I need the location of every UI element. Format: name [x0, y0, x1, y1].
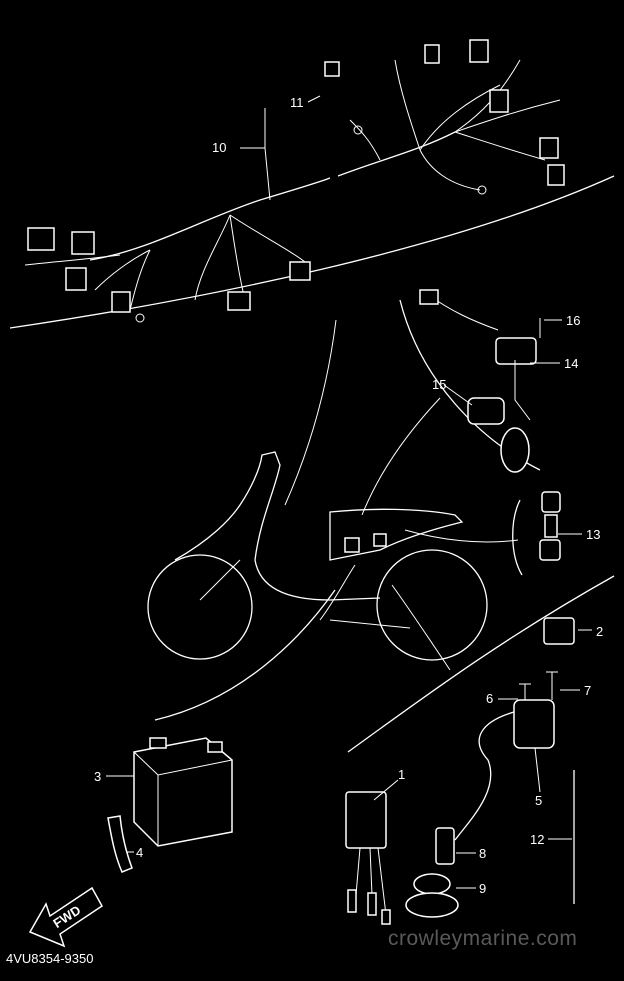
callout-15: 15: [432, 377, 446, 392]
relay-icon: [543, 617, 575, 645]
switch-curve: [512, 499, 523, 576]
callout-11-leader: [307, 95, 321, 103]
callout-14: 14: [564, 356, 578, 371]
callout-11: 11: [290, 95, 304, 110]
callout-2: 2: [596, 624, 603, 639]
callout-12: 12: [530, 832, 544, 847]
callout-7: 7: [584, 683, 591, 698]
top-section-curve: [9, 175, 615, 329]
callout-6: 6: [486, 691, 493, 706]
ignition-section-curve: [347, 575, 615, 753]
fuel-sender-icon: [419, 289, 541, 473]
battery-icon: [133, 737, 233, 847]
main-switch-icon: [539, 491, 561, 561]
watermark: crowleymarine.com: [388, 927, 578, 950]
harness-arrow: [284, 319, 337, 506]
callout-5-leader: [534, 747, 541, 793]
battery-section-curve: [154, 589, 336, 721]
callout-8: 8: [479, 846, 486, 861]
battery-arrow: [319, 564, 356, 621]
scooter-icon: [147, 451, 488, 661]
ignition-arrow: [391, 584, 451, 671]
fwd-arrow-icon: [28, 886, 103, 948]
callout-10: 10: [212, 140, 226, 155]
diagram-code: 4VU8354-9350: [6, 951, 94, 966]
wire-harness-icon: [24, 39, 565, 323]
callout-13: 13: [586, 527, 600, 542]
callout-1: 1: [398, 767, 405, 782]
callout-5: 5: [535, 793, 542, 808]
callout-4: 4: [136, 845, 143, 860]
callout-3: 3: [94, 769, 101, 784]
callout-9: 9: [479, 881, 486, 896]
fuel-arrow: [361, 397, 441, 516]
ignition-coil-icon: [405, 699, 555, 918]
callout-15-leader: [443, 384, 473, 406]
cdi-unit-icon: [345, 791, 391, 925]
callout-16: 16: [566, 313, 580, 328]
callout-10-leader: [240, 108, 271, 201]
breather-hose-icon: [107, 815, 133, 873]
screw-7-icon: [546, 671, 558, 700]
switch-arrow: [404, 529, 519, 543]
callout-1-leader: [373, 779, 399, 801]
